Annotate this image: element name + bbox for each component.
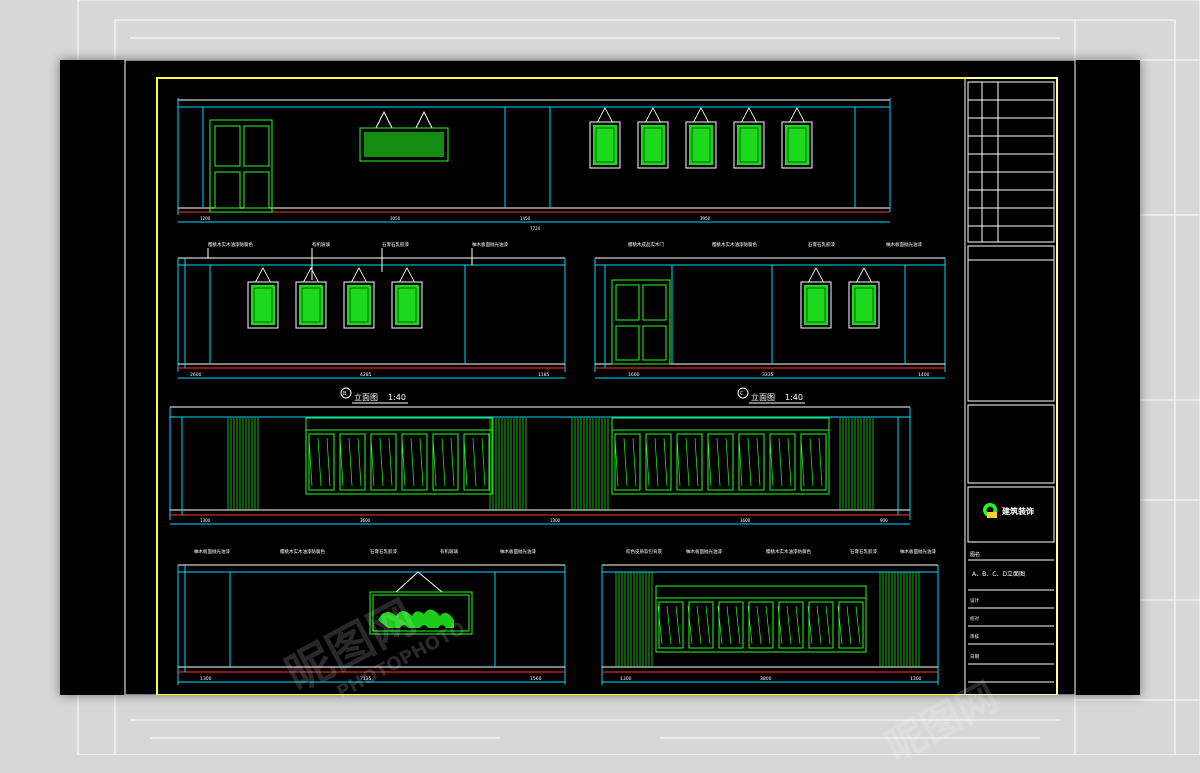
picture-frame-c-1 (800, 267, 832, 329)
callout-c-4: 柚木板面抛光油漆 (886, 241, 922, 248)
callout-b-1: 樱桃木实木油漆防腐色 (208, 241, 253, 248)
dim-a-3: 1450 (520, 216, 531, 221)
dim-d-3: 1300 (550, 518, 561, 523)
dim-b-1: 2600 (190, 372, 202, 378)
svg-text:B: B (343, 391, 347, 397)
picture-frame-a-3 (685, 107, 717, 169)
picture-frame-a-4 (733, 107, 765, 169)
drawing-frame (156, 77, 1058, 695)
callout-e-1: 柚木板面抛光油漆 (194, 548, 230, 555)
picture-frame-a-5 (781, 107, 813, 169)
title-block (964, 77, 1058, 695)
picture-frame-b-3 (343, 267, 375, 329)
window-units (227, 417, 874, 510)
callout-c-3: 石膏石乳胶漆 (808, 241, 835, 248)
callout-f-5: 柚木板面抛光油漆 (900, 548, 936, 555)
field-design: 设计 (970, 597, 979, 604)
curtain-d-2 (489, 418, 527, 510)
callout-f-2: 柚木板面抛光油漆 (686, 548, 722, 555)
callout-b-2: 有机玻璃 (312, 241, 330, 248)
section-mark-b: B 立面图 1:40 (340, 387, 408, 404)
section-mark-c: C 立面图 1:40 (737, 387, 805, 404)
picture-frame-a-1 (589, 107, 621, 169)
picture-frame-b-1 (247, 267, 279, 329)
callout-b-4: 柚木板面抛光油漆 (472, 241, 508, 248)
dim-c-2: 3335 (762, 372, 774, 378)
elevation-b (177, 257, 566, 379)
svg-text:立面图: 立面图 (751, 392, 775, 402)
company-logo (983, 503, 997, 518)
callout-f-4: 石膏石乳胶漆 (850, 548, 877, 555)
picture-frames-b (247, 267, 423, 329)
drawing-name: A、B、C、D立面图 (972, 570, 1025, 578)
callout-b-3: 石膏石乳胶漆 (382, 241, 409, 248)
field-review: 审核 (970, 633, 979, 640)
picture-frames-a (589, 107, 813, 169)
callout-e-2: 樱桃木实木油漆防腐色 (280, 548, 325, 555)
elevation-d (169, 406, 911, 525)
door-c (611, 279, 671, 365)
elevation-f (601, 564, 939, 685)
dim-e-3: 1560 (530, 676, 542, 682)
dim-d-4: 3600 (740, 518, 751, 523)
dim-f-2: 3800 (760, 676, 772, 682)
dim-a-2: 3050 (390, 216, 401, 221)
dim-b-2: 4285 (360, 372, 372, 378)
cad-canvas[interactable]: 1200 3050 1450 3950 7724 樱桃木实木油漆防腐色 有机玻璃… (60, 60, 1140, 695)
dim-f-1: 1300 (620, 676, 632, 682)
curtain-d-1 (227, 418, 259, 510)
drawing-outer-border (124, 60, 1076, 695)
company-name: 建筑装饰 (1001, 506, 1034, 516)
dim-d-1: 1300 (200, 518, 211, 523)
callout-e-4: 有机玻璃 (440, 548, 458, 555)
cad-drawing-window[interactable]: 1200 3050 1450 3950 7724 樱桃木实木油漆防腐色 有机玻璃… (60, 60, 1140, 695)
callout-e-3: 石膏石乳胶漆 (370, 548, 397, 555)
svg-text:1:40: 1:40 (785, 393, 803, 402)
field-check: 校对 (970, 615, 979, 622)
curtain-f-1 (615, 572, 653, 667)
svg-text:立面图: 立面图 (354, 392, 378, 402)
elevation-e (177, 564, 566, 685)
door-a (209, 119, 273, 213)
svg-text:C: C (740, 391, 744, 397)
callout-c-2: 樱桃木实木油漆防腐色 (712, 241, 757, 248)
dim-f-3: 1300 (910, 676, 922, 682)
callout-c-1: 樱桃木成品实木门 (628, 241, 664, 248)
drawing-name-label: 图名 (970, 551, 980, 558)
window-run-f-1 (655, 585, 867, 653)
elevation-c (594, 257, 946, 379)
dim-e-2: 7135 (360, 676, 372, 682)
dim-d-5: 900 (880, 518, 888, 523)
dim-e-1: 1300 (200, 676, 212, 682)
curtain-f-2 (879, 572, 920, 667)
painting-long (359, 127, 449, 162)
picture-frame-b-2 (295, 267, 327, 329)
curtain-d-3 (571, 418, 609, 510)
callout-e-5: 柚木板面抛光油漆 (500, 548, 536, 555)
picture-frame-a-2 (637, 107, 669, 169)
window-run-d-2 (611, 417, 830, 495)
callout-f-3: 樱桃木实木油漆防腐色 (766, 548, 811, 555)
window-units-f (615, 572, 920, 667)
field-date: 日期 (970, 654, 979, 660)
callout-f-1: 棕色皮质软包背景 (626, 548, 662, 555)
dim-b-3: 1185 (538, 372, 550, 378)
picture-frame-c-2 (848, 267, 880, 329)
elevation-a (177, 98, 891, 215)
dim-d-2: 3600 (360, 518, 371, 523)
dim-a-4: 3950 (700, 216, 711, 221)
curtain-d-4 (839, 418, 874, 510)
dim-c-1: 1600 (628, 372, 640, 378)
dim-c-3: 1400 (918, 372, 930, 378)
picture-frames-c (800, 267, 880, 329)
horse-painting (369, 591, 473, 635)
svg-text:1:40: 1:40 (388, 393, 406, 402)
dim-a-1: 1200 (200, 216, 211, 221)
dim-a-total: 7724 (530, 226, 541, 231)
window-run-d-1 (305, 417, 493, 495)
picture-frame-b-4 (391, 267, 423, 329)
